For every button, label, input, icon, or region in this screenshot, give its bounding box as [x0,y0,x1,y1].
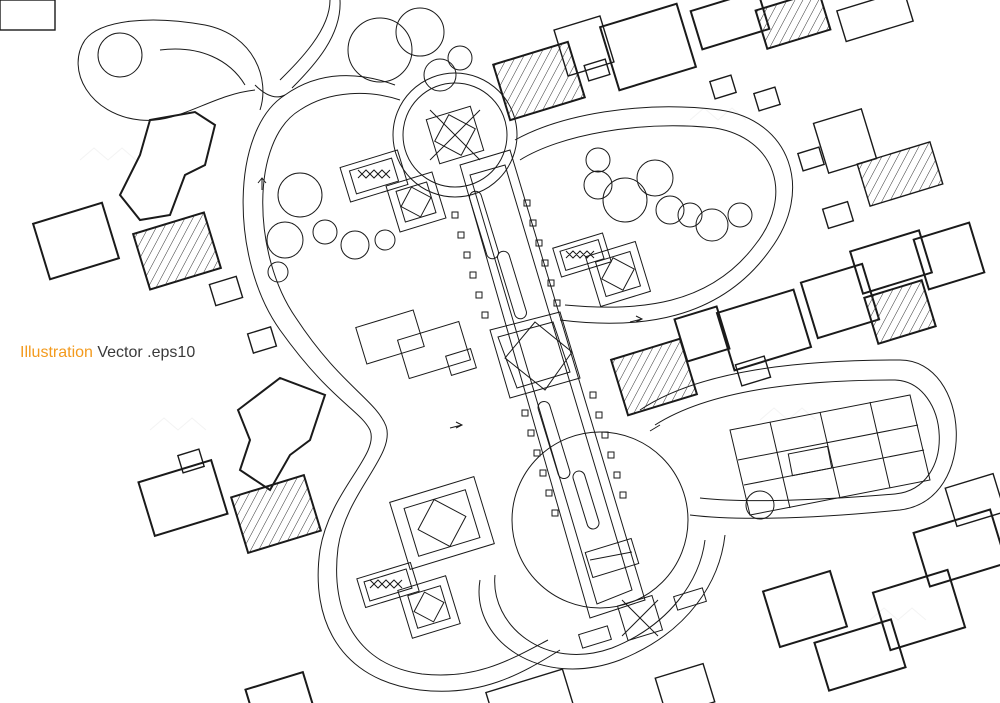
caption: Illustration Vector .eps10 [20,344,195,362]
sports-field [729,394,931,516]
pavilions [339,149,652,639]
central-promenade [392,72,726,670]
promenade-planters [451,199,627,517]
tree-groups [266,7,775,520]
caption-rest: Vector .eps10 [92,344,196,361]
road-arrows [257,177,661,432]
caption-highlight: Illustration [20,344,93,361]
